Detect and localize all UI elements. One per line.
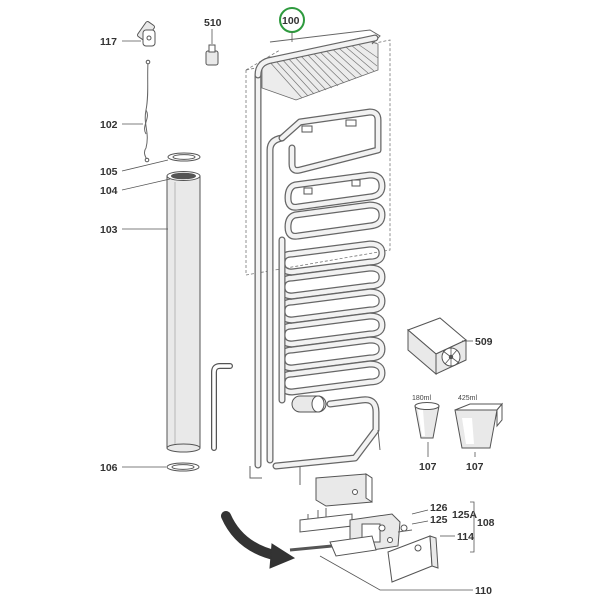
callout-510: 510 [204,17,222,29]
part-102-wire [143,59,151,163]
part-100-cooling-unit [245,29,391,485]
part-107-cup-large [454,402,504,449]
callout-117: 117 [100,36,117,48]
callout-125a: 125A [452,509,478,521]
cup-label-180ml: 180ml [412,395,432,402]
leader-110 [319,555,473,591]
part-510-clip [205,44,219,66]
callout-509: 509 [475,336,493,348]
callout-110: 110 [475,585,492,597]
part-105-ring [167,152,201,162]
leader-105 [121,159,169,172]
callout-106: 106 [100,462,118,474]
callout-125: 125 [430,514,448,526]
part-114-bracket [387,535,439,583]
absorber-vessel [291,395,327,413]
callout-100: 100 [282,15,300,27]
part-106-ring [166,462,200,472]
part-l-rod [211,363,233,451]
callout-103: 103 [100,224,118,236]
part-103-insulation-tube [166,171,201,453]
callout-102: 102 [100,119,118,131]
callout-114: 114 [457,531,474,543]
curved-arrow [221,511,296,569]
callout-104: 104 [100,185,118,197]
part-107-cup-small [414,402,440,439]
part-burner-assembly [289,513,413,557]
part-burner-housing [307,473,373,528]
leader-125 [411,520,429,525]
leader-104 [121,178,171,191]
cup-label-425ml: 425ml [458,395,478,402]
part-509-fan [407,317,467,376]
leader-126 [411,509,429,515]
callout-108: 108 [477,517,495,529]
callout-107-large: 107 [466,461,484,473]
bracket-108 [470,501,475,553]
callout-126: 126 [430,502,448,514]
callout-107-small: 107 [419,461,437,473]
callout-105: 105 [100,166,118,178]
part-117-cap [137,21,156,47]
